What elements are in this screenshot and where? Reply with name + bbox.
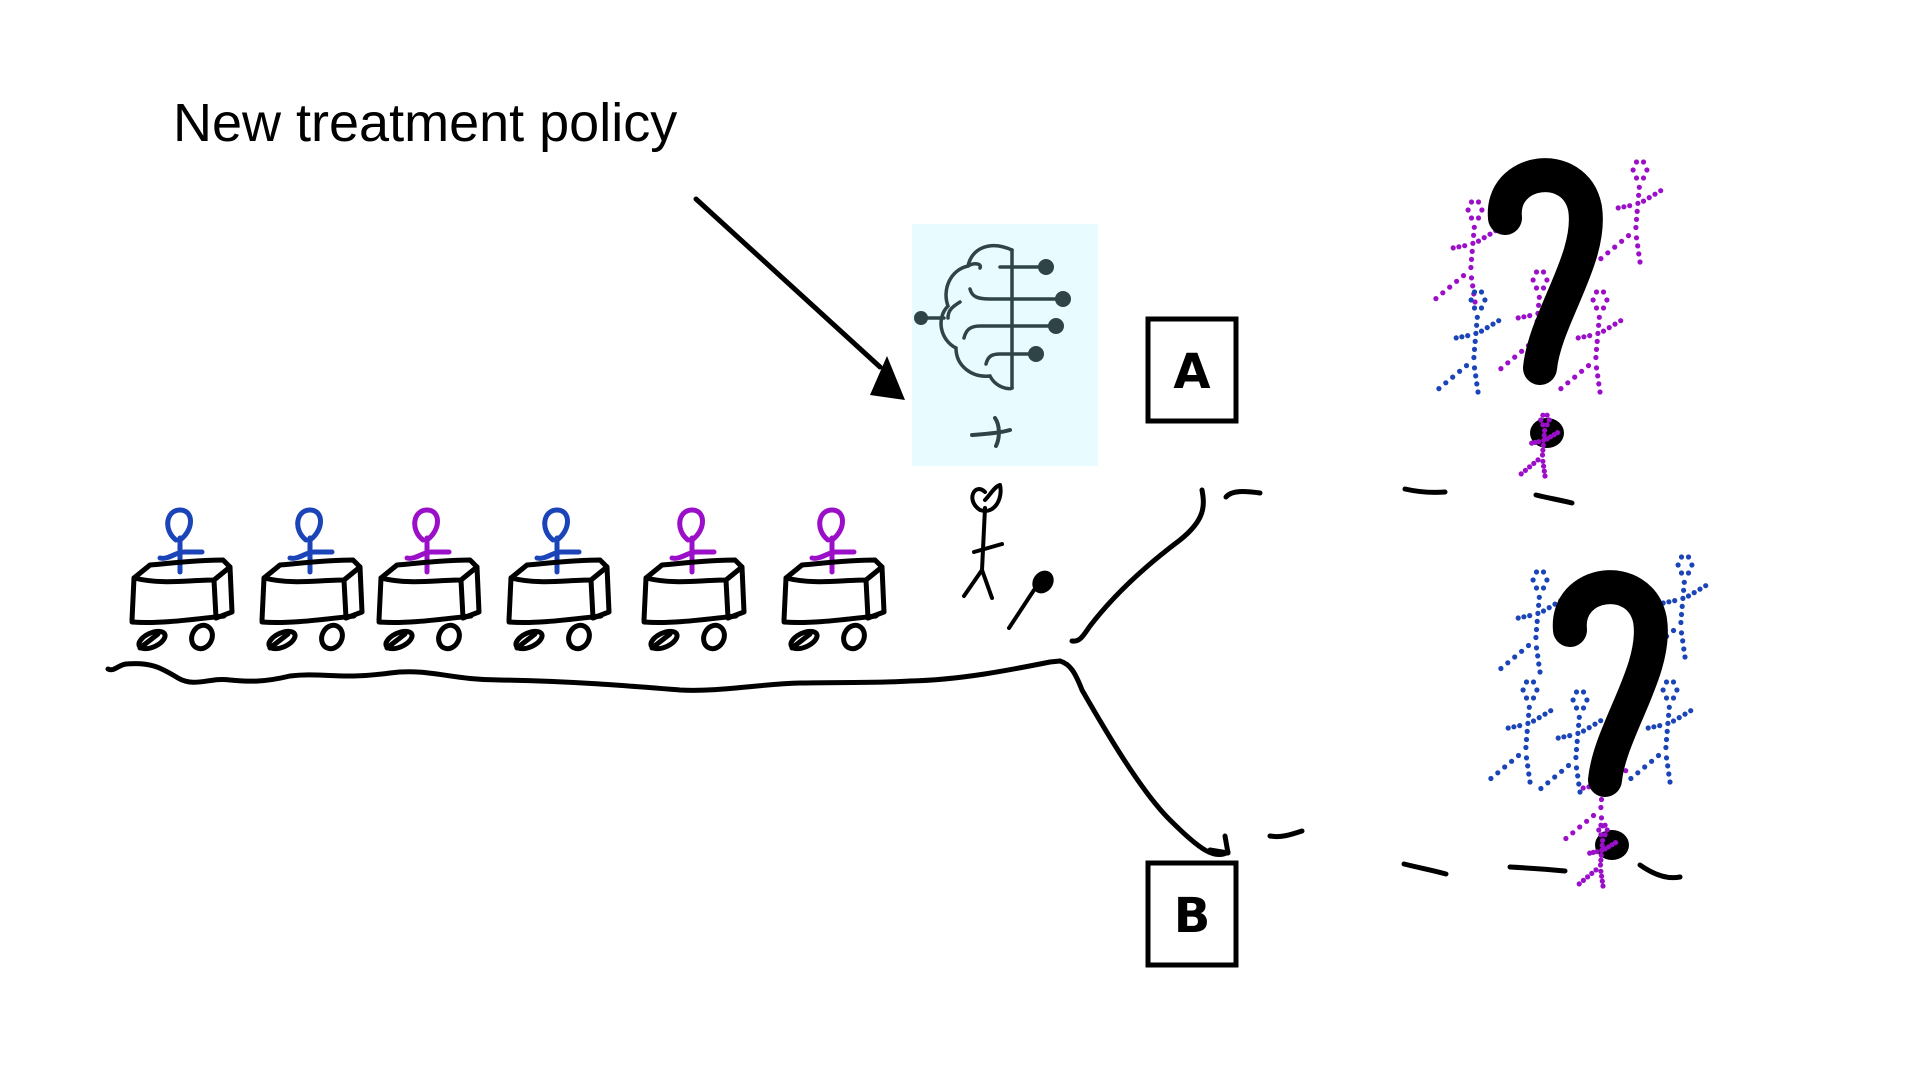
patient-blue-icon <box>157 507 205 575</box>
outcome-a-cluster <box>1433 158 1664 479</box>
option-a-label: A <box>1173 344 1210 400</box>
branch-a-path <box>1069 487 1206 644</box>
cart-icon <box>376 557 482 652</box>
patient-blue-icon <box>287 507 335 575</box>
branch-b-path <box>1057 658 1231 858</box>
cart-icon <box>506 557 612 652</box>
cart-icon <box>259 557 365 652</box>
dotted-person-purple-icon <box>1433 199 1499 305</box>
dotted-person-blue-icon <box>1538 689 1604 795</box>
patient-cart <box>129 507 235 652</box>
option-b-box[interactable]: B <box>1145 860 1239 968</box>
brain-circuit-icon <box>914 244 1071 391</box>
new-treatment-policy-label: New treatment policy <box>173 93 678 153</box>
dotted-person-blue-icon <box>1436 289 1502 395</box>
cart-icon <box>641 557 747 652</box>
branch-a-dashes <box>1223 486 1575 506</box>
patient-cart <box>259 507 365 652</box>
dotted-person-blue-icon <box>1628 679 1694 785</box>
cart-icon <box>129 557 235 652</box>
branch-b-arrowhead-icon <box>1207 833 1231 856</box>
main-path <box>105 658 1063 693</box>
dotted-person-blue-icon <box>1488 679 1554 785</box>
patient-purple-icon <box>404 507 452 575</box>
arrowhead-icon <box>870 356 905 400</box>
option-b-label: B <box>1174 888 1211 944</box>
patient-purple-icon <box>669 507 717 575</box>
patient-blue-icon <box>534 507 582 575</box>
dotted-person-purple-icon <box>1576 822 1619 889</box>
cart-icon <box>781 557 887 652</box>
option-a-box[interactable]: A <box>1145 316 1239 424</box>
patient-cart <box>506 507 612 652</box>
pointer-arrow <box>693 196 905 400</box>
microphone-icon <box>1007 570 1054 630</box>
plus-icon <box>970 416 1012 448</box>
patient-queue <box>129 507 887 652</box>
question-mark-icon <box>1552 570 1668 860</box>
stick-figure-doctor-icon <box>962 483 1004 600</box>
question-mark-icon <box>1487 158 1603 448</box>
dotted-person-purple-icon <box>1558 289 1624 395</box>
patient-cart <box>641 507 747 652</box>
branch-b-dashes <box>1267 828 1683 881</box>
patient-cart <box>781 507 887 652</box>
panel-background <box>912 224 1098 466</box>
outcome-b-cluster <box>1488 554 1709 889</box>
dotted-person-purple-icon <box>1598 159 1664 265</box>
patient-purple-icon <box>809 507 857 575</box>
patient-cart <box>376 507 482 652</box>
ai-human-panel <box>912 224 1098 466</box>
dotted-person-purple-icon <box>1518 412 1561 479</box>
